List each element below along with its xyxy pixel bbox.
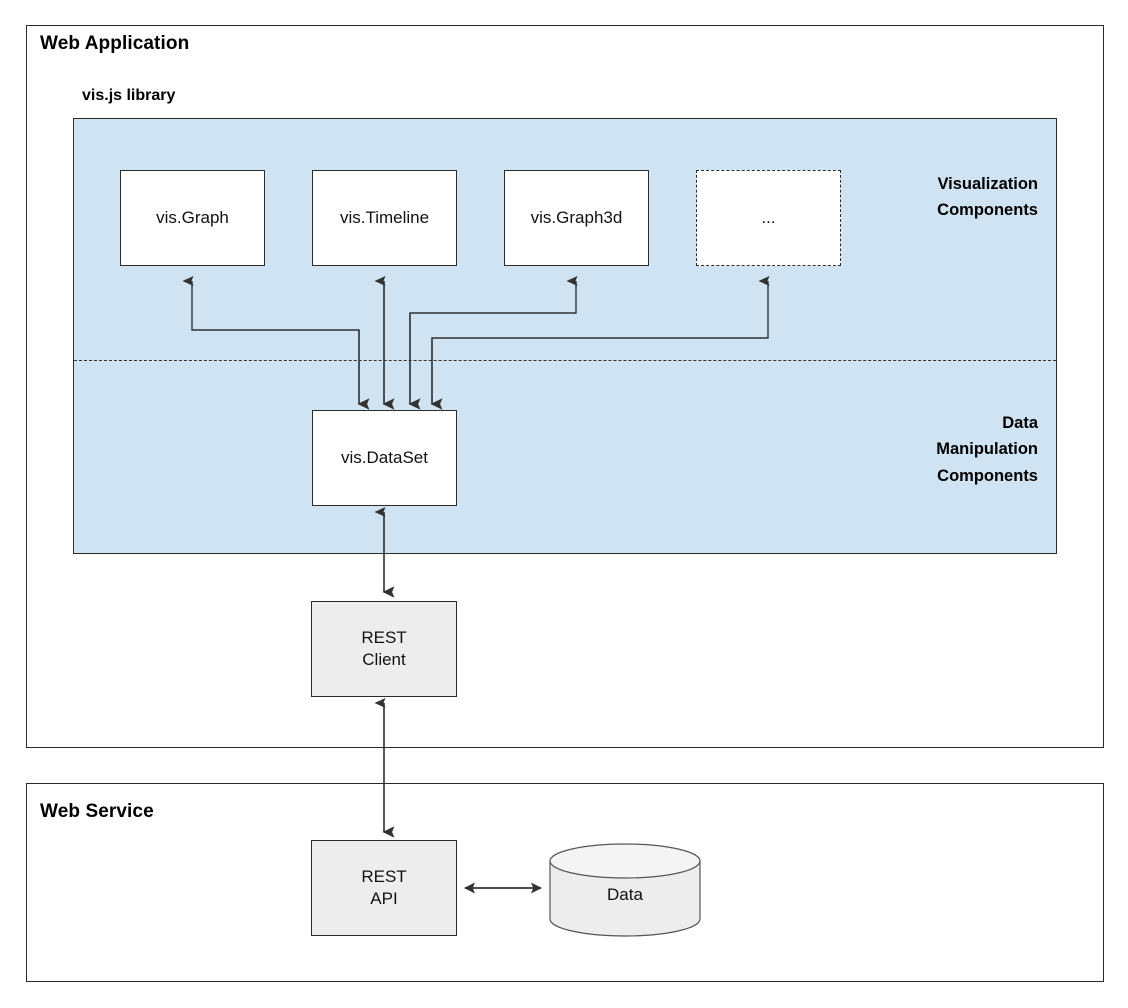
node-data-store[interactable]: Data — [549, 843, 701, 937]
data-manipulation-components-caption: Data Manipulation Components — [936, 414, 1038, 485]
data-store-label: Data — [607, 884, 643, 904]
visualization-components-caption: Visualization Components — [937, 175, 1038, 220]
web-service-title: Web Service — [40, 801, 154, 822]
node-rest-api[interactable]: REST API — [311, 840, 457, 936]
node-rest-client[interactable]: REST Client — [311, 601, 457, 697]
web-application-title: Web Application — [40, 33, 190, 54]
node-more-components[interactable]: ... — [696, 170, 841, 266]
node-vis-dataset[interactable]: vis.DataSet — [312, 410, 457, 506]
layer-divider — [74, 360, 1056, 361]
node-vis-timeline[interactable]: vis.Timeline — [312, 170, 457, 266]
database-cylinder-icon — [549, 843, 701, 937]
visjs-library-title: vis.js library — [82, 87, 176, 104]
node-vis-graph3d[interactable]: vis.Graph3d — [504, 170, 649, 266]
node-vis-graph[interactable]: vis.Graph — [120, 170, 265, 266]
